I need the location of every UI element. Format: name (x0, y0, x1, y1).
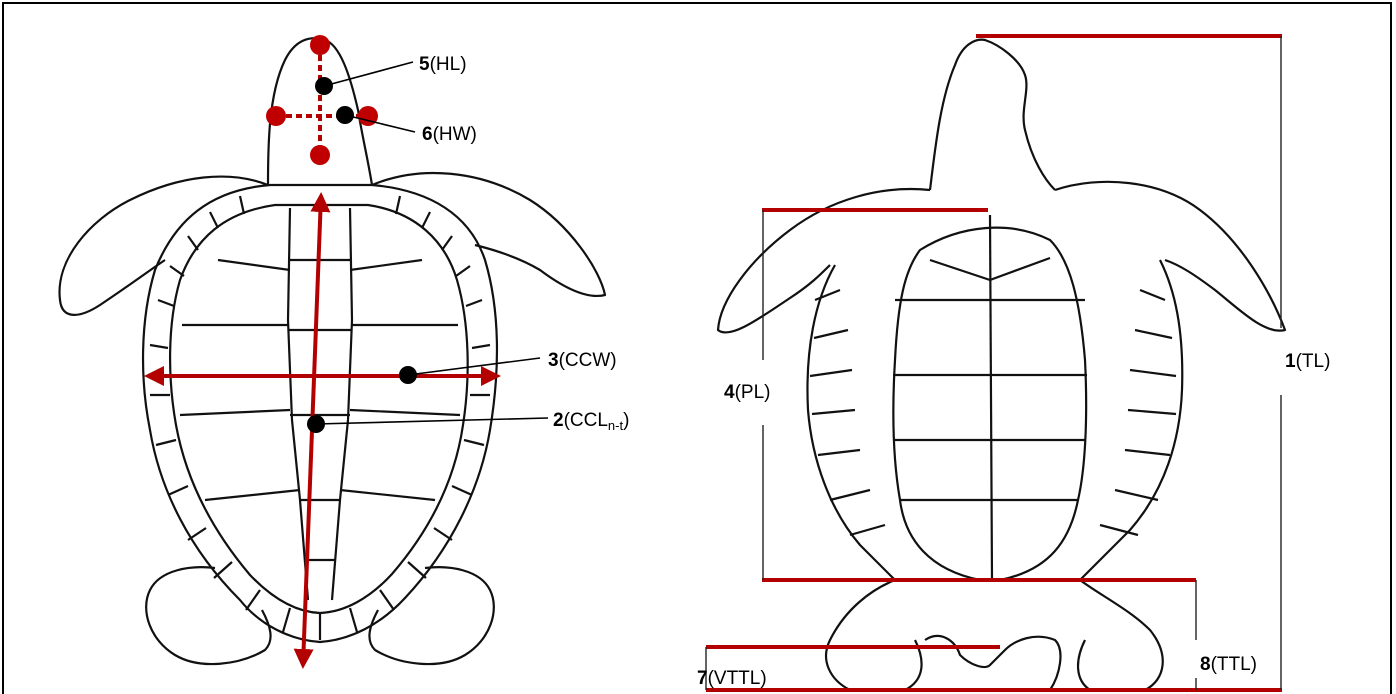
ventral-head (930, 40, 1055, 190)
ventral-right-marginals (1100, 290, 1176, 535)
hl-bottom-point (310, 145, 330, 165)
hw-dot (336, 106, 354, 124)
label-hl: 5(HL) (419, 54, 467, 75)
dorsal-costal-scutes (180, 260, 460, 500)
hl-dot (315, 77, 333, 95)
ventral-tail (925, 636, 1060, 690)
ccl-dot (307, 415, 325, 433)
dorsal-right-rear-flipper (369, 567, 493, 664)
ventral-left-rear-flipper (826, 580, 921, 690)
label-hw: 6(HW) (422, 124, 477, 145)
ventral-plastron-seam (990, 215, 992, 580)
dorsal-left-front-flipper (60, 177, 268, 315)
label-ccl: 2(CCLn-t) (553, 410, 629, 433)
ventral-right-front-flipper (1055, 182, 1285, 331)
hw-left-point (266, 106, 286, 126)
label-tl: 1(TL) (1285, 351, 1330, 372)
ventral-turtle-outline (718, 40, 1285, 690)
ventral-right-rear-flipper (1078, 580, 1163, 690)
label-vttl: 7(VTTL) (697, 668, 767, 689)
dorsal-turtle-outline (60, 38, 605, 664)
ccw-dot (399, 366, 417, 384)
dorsal-left-rear-flipper (146, 567, 270, 664)
label-ttl: 8(TTL) (1200, 654, 1257, 675)
label-ccw: 3(CCW) (548, 350, 617, 371)
label-pl: 4(PL) (724, 382, 770, 403)
ventral-dimension-bars (706, 36, 1281, 690)
ventral-left-marginals (810, 290, 885, 535)
hl-top-point (310, 35, 330, 55)
